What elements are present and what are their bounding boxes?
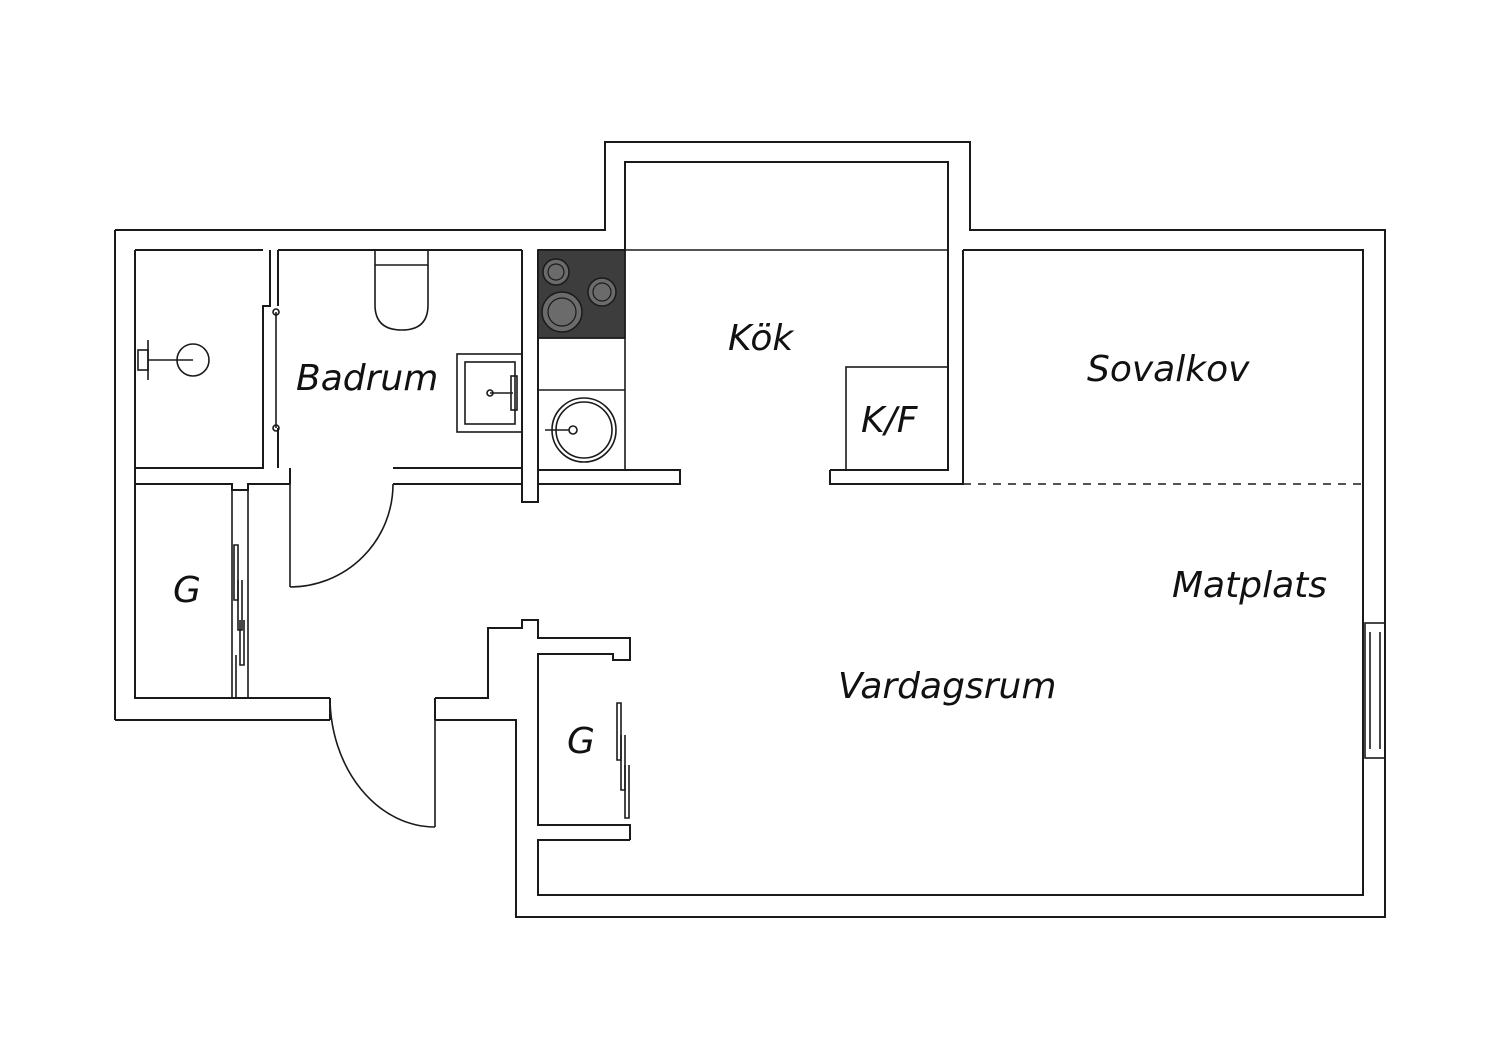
kitchen-sink-icon bbox=[545, 397, 617, 463]
toilet-icon bbox=[374, 250, 429, 331]
window-icon bbox=[1364, 622, 1386, 759]
shower-icon bbox=[137, 340, 210, 380]
bathroom-bottom-wall bbox=[135, 467, 523, 491]
room-label-kok: Kök bbox=[728, 318, 795, 359]
bathroom-sink-icon bbox=[456, 353, 523, 433]
shower-curtain-hook-top bbox=[272, 308, 280, 316]
room-label-garderob-1: G bbox=[173, 570, 201, 611]
outer-wall bbox=[115, 141, 1386, 918]
room-label-kf: K/F bbox=[861, 400, 919, 441]
bathroom-right-wall bbox=[521, 250, 539, 503]
room-label-badrum: Badrum bbox=[296, 358, 438, 399]
wardrobe-1 bbox=[231, 490, 249, 698]
shower-walls bbox=[135, 250, 271, 469]
inner-wall bbox=[135, 161, 1364, 896]
wardrobe-2 bbox=[616, 702, 630, 819]
shower-curtain-hook-bottom bbox=[272, 424, 280, 432]
fridge-freezer-icon bbox=[845, 366, 949, 471]
room-label-garderob-2: G bbox=[567, 721, 595, 762]
room-label-matplats: Matplats bbox=[1172, 565, 1327, 606]
room-label-sovalkov: Sovalkov bbox=[1087, 349, 1250, 390]
door-swing-icon bbox=[289, 483, 394, 588]
stove-icon bbox=[537, 249, 626, 339]
kitchen-bottom-wall bbox=[538, 469, 681, 485]
entry-door-icon bbox=[329, 697, 436, 828]
inner-wall-left bbox=[134, 250, 330, 699]
room-label-vardagsrum: Vardagsrum bbox=[838, 666, 1056, 707]
hall-wall bbox=[435, 619, 631, 840]
